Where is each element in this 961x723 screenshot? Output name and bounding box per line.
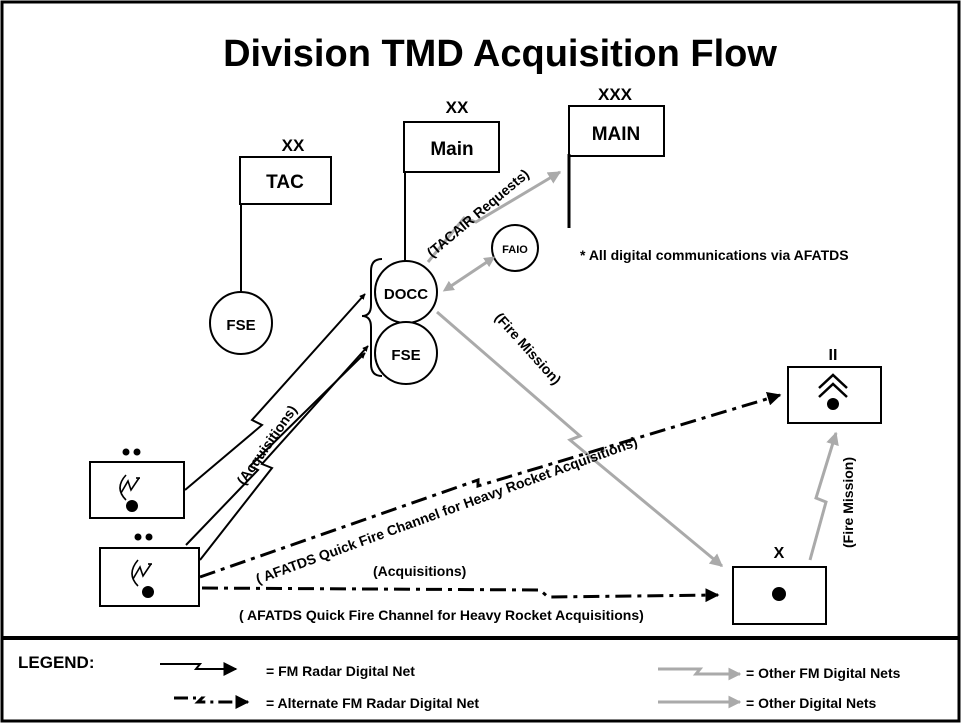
battalion-chevron-upper: [818, 373, 848, 389]
radar2-to-fse-arrow: [185, 352, 366, 546]
docc-node: DOCC: [374, 260, 438, 324]
corps-main-node: XXX MAIN: [567, 85, 665, 228]
radar-antenna-icon: [131, 559, 152, 587]
fse-tac-circle: [209, 291, 273, 355]
faio-circle: [491, 224, 539, 272]
docc-label: DOCC: [384, 286, 428, 303]
fse-main-node: FSE: [374, 321, 438, 385]
legend-other-fm-line: [658, 667, 742, 681]
legend-item-3-label: = Other FM Digital Nets: [746, 665, 901, 681]
brigade-to-battalion-fire-mission-arrow: [808, 431, 839, 561]
corps-main-echelon: XXX: [598, 85, 633, 104]
fire-mission-label-1: (Fire Mission): [492, 309, 565, 387]
faio-node: FAIO: [491, 224, 539, 272]
battalion-echelon: II: [829, 347, 838, 364]
radar1-to-docc-arrow: [184, 293, 366, 491]
tac-node: XX TAC: [239, 136, 332, 295]
fse-tac-label: FSE: [226, 317, 255, 334]
radar-2-dot-right: [145, 533, 153, 541]
radar-2-dot-icon: [142, 586, 154, 598]
radar-1-dot-right: [133, 448, 141, 456]
docc-to-brigade-fire-mission-arrow: [436, 310, 724, 568]
docc-faio-link: [442, 256, 496, 292]
battalion-dot-icon: [827, 398, 839, 410]
tac-echelon: XX: [282, 136, 305, 155]
fse-main-circle: [374, 321, 438, 385]
radar-2-dot-left: [134, 533, 142, 541]
fse-tac-node: FSE: [209, 291, 273, 355]
main-box: [403, 121, 500, 173]
docc-fse-brace: [361, 258, 383, 377]
tac-label: TAC: [266, 172, 304, 193]
legend-fm-radar-line: [160, 662, 238, 676]
faio-label: FAIO: [502, 244, 528, 256]
battalion-box: [787, 366, 882, 424]
docc-to-corps-tacair-arrow: [426, 170, 562, 263]
fire-mission-label-2: (Fire Mission): [840, 457, 856, 548]
legend: LEGEND: = FM Radar Digital Net = Alterna…: [18, 653, 901, 711]
radar-1-dot-icon: [126, 500, 138, 512]
legend-item-4-label: = Other Digital Nets: [746, 695, 877, 711]
corps-main-box: [568, 105, 665, 157]
radar2-to-battalion-alt-arrow: [199, 391, 782, 579]
corps-main-label: MAIN: [592, 124, 641, 145]
fse-main-label: FSE: [391, 347, 420, 364]
radar-antenna-icon: [119, 474, 140, 501]
battalion-chevron-lower: [818, 382, 848, 398]
radar-1-box: [89, 461, 185, 519]
diagram-title: Division TMD Acquisition Flow: [223, 33, 777, 75]
tac-box: [239, 156, 332, 205]
legend-alt-fm-radar-line: [174, 695, 250, 709]
radar2-to-fse-arrow-2: [199, 345, 369, 561]
main-label: Main: [430, 139, 473, 160]
main-echelon: XX: [446, 98, 469, 117]
radar-1-dot-left: [122, 448, 130, 456]
brigade-node: X: [732, 545, 827, 625]
acquisitions-label-2: (Acquisitions): [373, 563, 466, 579]
brigade-dot-icon: [772, 587, 786, 601]
brigade-echelon: X: [774, 545, 785, 562]
radar-2-node: [99, 533, 200, 607]
battalion-node: II: [787, 347, 882, 424]
legend-item-1-label: = FM Radar Digital Net: [266, 663, 415, 679]
legend-item-2-label: = Alternate FM Radar Digital Net: [266, 695, 479, 711]
radar2-to-brigade-alt-arrow: [201, 586, 720, 603]
radar-1-node: [89, 448, 185, 519]
afatds-note: * All digital communications via AFATDS: [580, 247, 849, 263]
division-main-node: XX Main: [403, 98, 500, 262]
legend-title: LEGEND:: [18, 653, 95, 672]
quick-fire-label-2: ( AFATDS Quick Fire Channel for Heavy Ro…: [239, 607, 644, 623]
